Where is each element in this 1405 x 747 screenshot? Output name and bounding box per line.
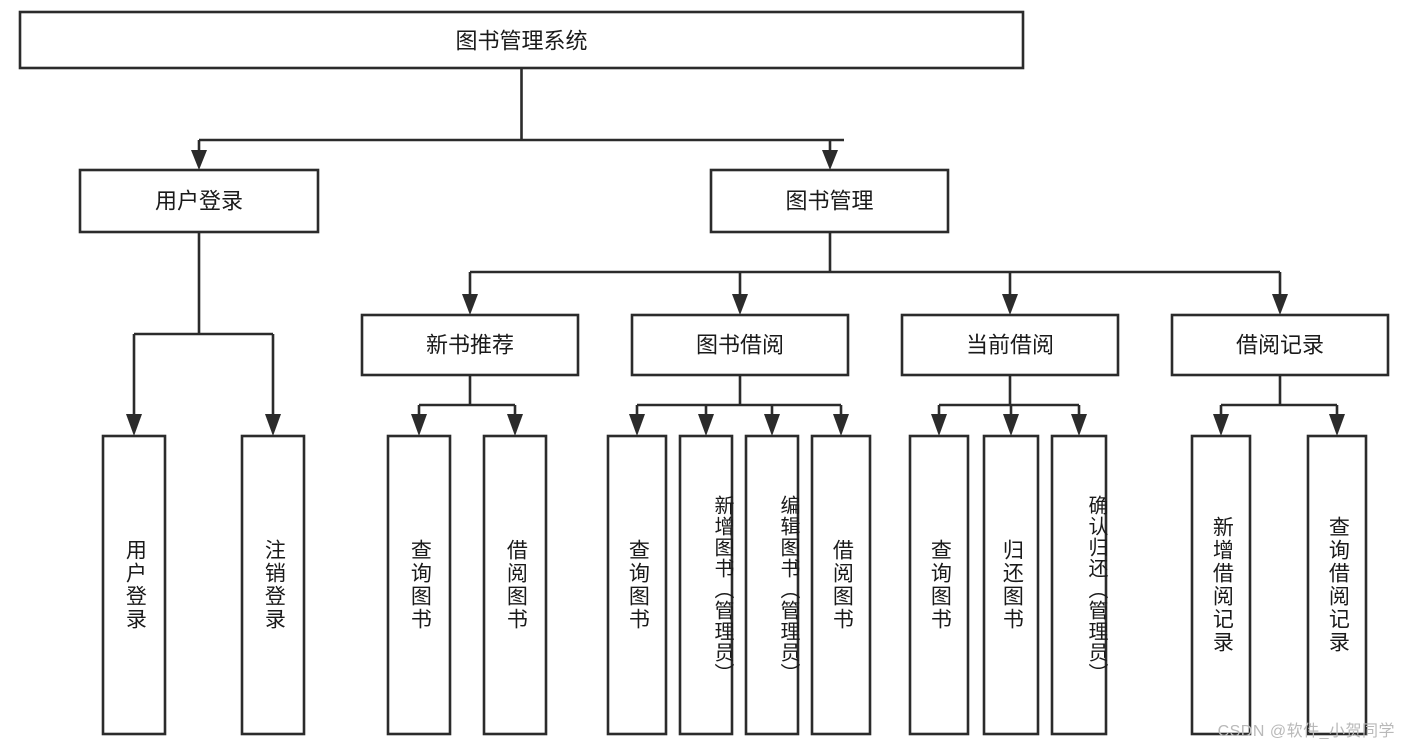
arrow-root-to-book-manage <box>822 150 838 170</box>
arrow-book-manage-to-book-borrow <box>732 294 748 315</box>
connector-layer <box>126 68 1345 436</box>
node-current-borrow[interactable] <box>900 313 1120 377</box>
edge-borrow-record-trunk <box>1219 375 1339 424</box>
arrow-borrow-record-to-leaf-query-record <box>1329 414 1345 436</box>
node-leaf-query-book-borrow[interactable] <box>606 434 668 736</box>
arrow-book-borrow-to-leaf-query-book-borrow <box>629 414 645 436</box>
edge-new-book-rec-trunk <box>417 375 517 424</box>
node-leaf-logout[interactable] <box>240 434 306 736</box>
node-user-login-label: 用户登录 <box>155 189 243 214</box>
node-root[interactable] <box>18 10 1025 70</box>
node-root-label: 图书管理系统 <box>455 29 587 54</box>
arrow-user-login-to-leaf-user-login <box>126 414 142 436</box>
node-book-borrow[interactable] <box>630 313 850 377</box>
edge-book-borrow-trunk <box>635 375 843 424</box>
node-leaf-borrow-book[interactable] <box>810 434 872 736</box>
node-user-login[interactable] <box>78 168 320 234</box>
csdn-watermark: CSDN @软件_小贺同学 <box>1217 723 1395 740</box>
node-new-book-rec[interactable] <box>360 313 580 377</box>
arrow-current-borrow-to-leaf-query-book-cur <box>931 414 947 436</box>
node-leaf-add-record[interactable] <box>1190 434 1252 736</box>
node-leaf-query-record[interactable] <box>1306 434 1368 736</box>
edge-user-login-trunk <box>132 232 275 424</box>
node-leaf-return-book[interactable] <box>982 434 1040 736</box>
node-leaf-query-book-rec[interactable] <box>386 434 452 736</box>
arrow-new-book-rec-to-leaf-query-book-rec <box>411 414 427 436</box>
node-leaf-borrow-book-rec[interactable] <box>482 434 548 736</box>
node-book-manage[interactable] <box>709 168 950 234</box>
arrow-book-borrow-to-leaf-edit-book <box>764 414 780 436</box>
node-book-manage-label: 图书管理 <box>785 189 873 214</box>
arrow-book-borrow-to-leaf-borrow-book <box>833 414 849 436</box>
node-layer: 图书管理系统 用户登录 图书管理 新书推荐 图书借阅 当前借阅 借阅记录 <box>18 10 1390 736</box>
arrow-borrow-record-to-leaf-add-record <box>1213 414 1229 436</box>
node-leaf-edit-book[interactable] <box>744 434 800 736</box>
node-leaf-add-book[interactable] <box>678 434 734 736</box>
arrow-book-manage-to-borrow-record <box>1272 294 1288 315</box>
node-borrow-record[interactable] <box>1170 313 1390 377</box>
node-leaf-query-book-cur[interactable] <box>908 434 970 736</box>
arrow-book-manage-to-current-borrow <box>1002 294 1018 315</box>
arrow-new-book-rec-to-leaf-borrow-book-rec <box>507 414 523 436</box>
arrow-current-borrow-to-leaf-confirm-return <box>1071 414 1087 436</box>
edge-root-trunk <box>197 68 844 158</box>
arrow-user-login-to-leaf-logout <box>265 414 281 436</box>
arrow-book-borrow-to-leaf-add-book <box>698 414 714 436</box>
node-new-book-rec-label: 新书推荐 <box>426 333 514 358</box>
node-leaf-user-login[interactable] <box>101 434 167 736</box>
node-current-borrow-label: 当前借阅 <box>966 333 1054 358</box>
arrow-book-manage-to-new-book-rec <box>462 294 478 315</box>
node-book-borrow-label: 图书借阅 <box>696 333 784 358</box>
node-leaf-confirm-return[interactable] <box>1050 434 1108 736</box>
edge-book-manage-trunk <box>468 232 1282 303</box>
node-borrow-record-label: 借阅记录 <box>1236 333 1324 358</box>
arrow-root-to-user-login <box>191 150 207 170</box>
arrow-current-borrow-to-leaf-return-book <box>1003 414 1019 436</box>
